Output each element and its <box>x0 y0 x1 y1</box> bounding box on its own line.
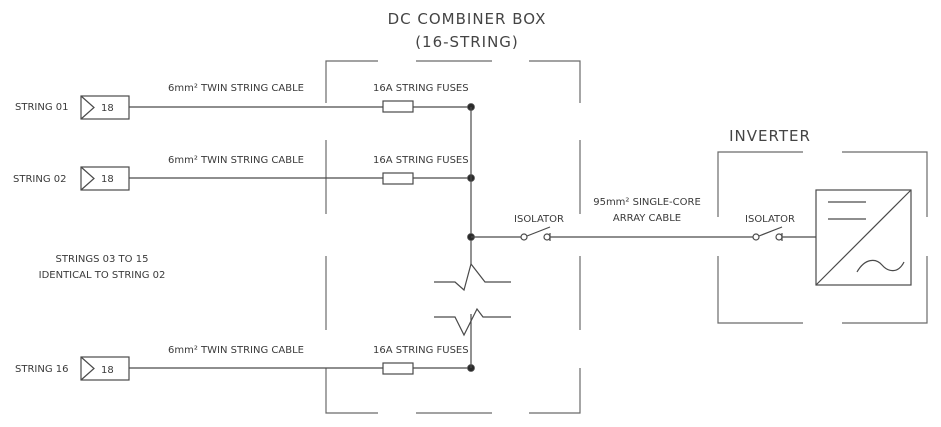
combiner-box-enclosure <box>325 60 581 414</box>
cable-label: 6mm² TWIN STRING CABLE <box>168 155 304 166</box>
string-01: STRING 01 18 6mm² TWIN STRING CABLE 16A … <box>15 83 475 120</box>
string-16: STRING 16 18 6mm² TWIN STRING CABLE 16A … <box>15 345 475 381</box>
isolator-contact-icon <box>775 233 783 241</box>
pv-string-module-block: 18 <box>80 166 130 191</box>
array-cable-label-2: ARRAY CABLE <box>613 213 681 224</box>
fuse-icon <box>382 172 414 185</box>
array-cable: 95mm² SINGLE-CORE ARRAY CABLE <box>550 197 753 238</box>
pv-string-module-block: 18 <box>80 95 130 120</box>
note-line-2: IDENTICAL TO STRING 02 <box>39 270 166 281</box>
fuse-label: 16A STRING FUSES <box>373 155 469 166</box>
cable-label: 6mm² TWIN STRING CABLE <box>168 345 304 356</box>
pv-string-module-block: 18 <box>80 356 130 381</box>
isolator-label: ISOLATOR <box>514 214 564 225</box>
inverter-title: INVERTER <box>729 127 811 145</box>
isolator-label: ISOLATOR <box>745 214 795 225</box>
inverter-enclosure <box>717 151 928 324</box>
string-label: STRING 16 <box>15 364 69 375</box>
ac-sine-icon <box>856 259 905 273</box>
cable-label: 6mm² TWIN STRING CABLE <box>168 83 304 94</box>
fuse-label: 16A STRING FUSES <box>373 83 469 94</box>
isolator-contact-icon <box>752 233 760 241</box>
module-count: 18 <box>101 103 114 114</box>
fuse-icon <box>382 100 414 113</box>
note-line-1: STRINGS 03 TO 15 <box>56 254 149 265</box>
inverter-dc-ac-icon <box>815 189 912 286</box>
combiner-box-subtitle: (16-STRING) <box>415 33 519 51</box>
isolator-contact-icon <box>520 233 528 241</box>
break-symbol-bottom <box>434 307 511 337</box>
isolator-switch-icon <box>758 226 783 237</box>
break-symbol-top <box>434 262 511 292</box>
module-count: 18 <box>101 174 114 185</box>
isolator-contact-icon <box>543 233 551 241</box>
string-label: STRING 02 <box>13 174 67 185</box>
array-cable-label-1: 95mm² SINGLE-CORE <box>593 197 701 208</box>
fuse-icon <box>382 362 414 375</box>
fuse-label: 16A STRING FUSES <box>373 345 469 356</box>
combiner-box-title: DC COMBINER BOX <box>388 10 547 28</box>
module-count: 18 <box>101 365 114 376</box>
string-label: STRING 01 <box>15 102 69 113</box>
inverter-isolator: ISOLATOR <box>745 214 816 241</box>
isolator-switch-icon <box>526 226 551 237</box>
string-02: STRING 02 18 6mm² TWIN STRING CABLE 16A … <box>13 155 475 191</box>
